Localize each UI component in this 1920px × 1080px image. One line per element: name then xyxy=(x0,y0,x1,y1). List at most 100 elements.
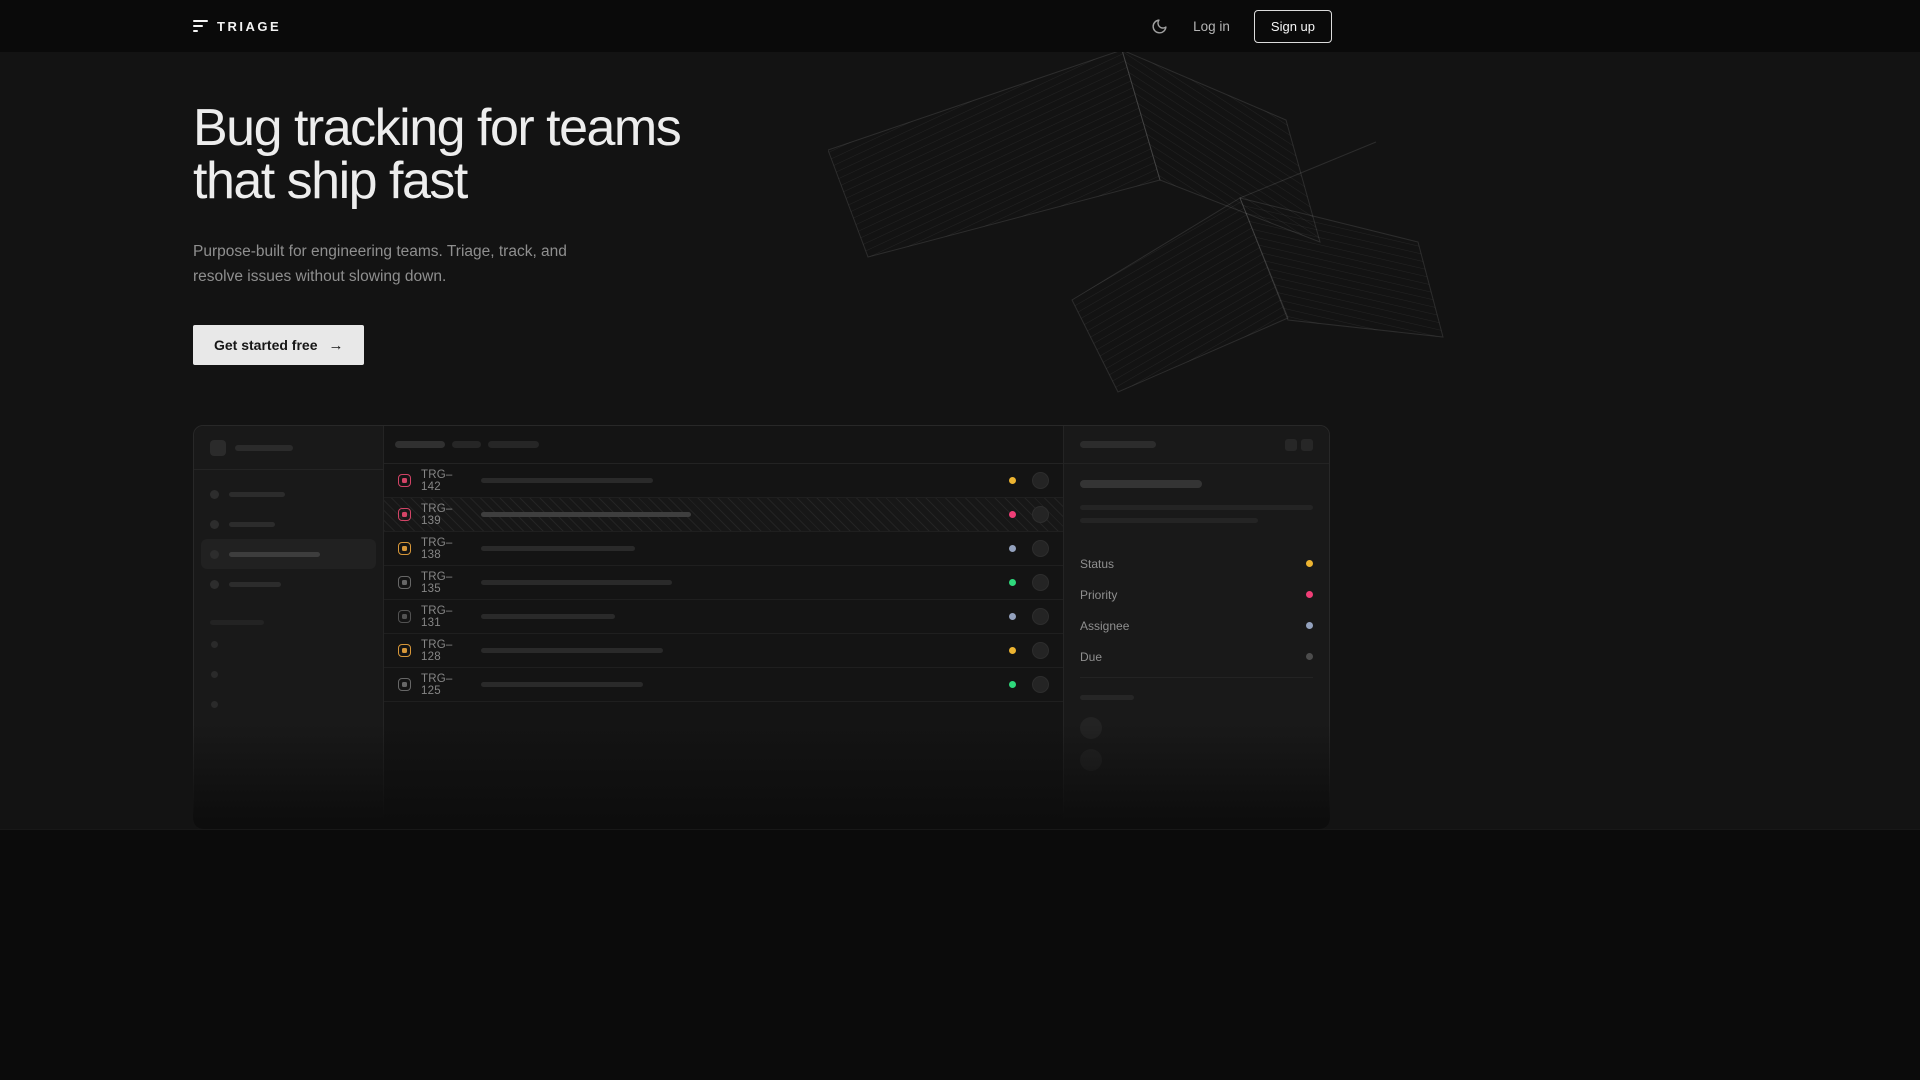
detail-fields: Status Priority Assignee Due xyxy=(1080,548,1313,678)
mockup-sidebar xyxy=(194,426,384,828)
sidebar-dot-skeleton xyxy=(211,671,218,678)
detail-text-skeleton xyxy=(1080,505,1313,510)
hero-subtitle: Purpose-built for engineering teams. Tri… xyxy=(193,243,567,286)
field-label: Priority xyxy=(1080,587,1118,602)
detail-text-skeleton xyxy=(1080,518,1258,523)
issue-title-skeleton xyxy=(481,648,663,653)
field-label: Status xyxy=(1080,556,1115,571)
issue-list: TRG–142 TRG–139 TRG–138 TRG–135 TRG–131 xyxy=(384,464,1063,702)
issue-title-skeleton xyxy=(481,682,643,687)
workspace-name-skeleton xyxy=(235,445,293,451)
divider xyxy=(194,469,383,470)
issue-title-skeleton xyxy=(481,580,672,585)
issue-status-dot xyxy=(1009,579,1016,586)
issue-status-dot xyxy=(1009,647,1016,654)
workspace-skeleton xyxy=(210,440,367,456)
detail-action-icon-skeleton xyxy=(1285,438,1297,451)
issue-assignee-avatar xyxy=(1032,472,1049,489)
field-label: Assignee xyxy=(1080,618,1130,633)
moon-icon xyxy=(1152,18,1167,33)
page-title: Bug tracking for teams that ship fast xyxy=(193,99,682,211)
sidebar-item-skeleton-active xyxy=(201,539,376,569)
detail-title-skeleton xyxy=(1080,480,1202,488)
issue-assignee-avatar xyxy=(1032,642,1049,659)
get-started-button[interactable]: Get started free → xyxy=(193,325,365,366)
issue-id: TRG–142 xyxy=(421,468,453,493)
issue-list-header xyxy=(384,426,1063,464)
detail-header xyxy=(1064,426,1329,464)
sidebar-item-skeleton xyxy=(201,479,376,509)
comments-label-skeleton xyxy=(1080,695,1134,700)
sidebar-dot-skeleton xyxy=(211,701,218,708)
dark-mode-toggle[interactable] xyxy=(1151,17,1169,35)
sidebar-item-skeleton xyxy=(201,509,376,539)
issue-row: TRG–139 xyxy=(384,498,1063,532)
detail-field-row: Assignee xyxy=(1080,610,1313,641)
issue-assignee-avatar xyxy=(1032,608,1049,625)
field-value-dot xyxy=(1306,591,1313,598)
issue-id: TRG–125 xyxy=(421,672,453,697)
tab-skeleton xyxy=(395,441,445,448)
issue-title-skeleton xyxy=(481,478,653,483)
workspace-avatar-skeleton xyxy=(210,440,226,456)
wireframe-decoration xyxy=(828,52,1444,393)
issue-title-skeleton xyxy=(481,614,615,619)
issue-status-dot xyxy=(1009,477,1016,484)
issue-id: TRG–131 xyxy=(421,604,453,629)
sidebar-section-skeleton xyxy=(210,620,264,625)
field-value-dot xyxy=(1306,653,1313,660)
detail-field-row: Due xyxy=(1080,641,1313,672)
issue-priority-icon xyxy=(398,508,411,521)
issue-status-dot xyxy=(1009,511,1016,518)
cta-label: Get started free xyxy=(214,337,318,354)
issue-priority-icon xyxy=(398,474,411,487)
field-value-dot xyxy=(1306,560,1313,567)
detail-header-skeleton xyxy=(1080,441,1156,448)
issue-row: TRG–138 xyxy=(384,532,1063,566)
issue-status-dot xyxy=(1009,613,1016,620)
field-value-dot xyxy=(1306,622,1313,629)
issue-id: TRG–128 xyxy=(421,638,453,663)
issue-row: TRG–131 xyxy=(384,600,1063,634)
issue-assignee-avatar xyxy=(1032,540,1049,557)
issue-row: TRG–142 xyxy=(384,464,1063,498)
issue-status-dot xyxy=(1009,545,1016,552)
issue-priority-icon xyxy=(398,576,411,589)
issue-assignee-avatar xyxy=(1032,574,1049,591)
issue-id: TRG–139 xyxy=(421,502,453,527)
detail-field-row: Priority xyxy=(1080,579,1313,610)
triage-funnel-icon xyxy=(193,19,208,33)
sidebar-item-skeleton xyxy=(201,569,376,599)
mockup-issue-list-panel: TRG–142 TRG–139 TRG–138 TRG–135 TRG–131 xyxy=(384,426,1063,828)
detail-action-icon-skeleton xyxy=(1301,438,1313,451)
issue-priority-icon xyxy=(398,644,411,657)
hero-section: Bug tracking for teams that ship fast Pu… xyxy=(0,52,1920,829)
login-link[interactable]: Log in xyxy=(1193,18,1230,34)
field-label: Due xyxy=(1080,649,1103,664)
sidebar-dot-skeleton xyxy=(211,641,218,648)
issue-id: TRG–135 xyxy=(421,570,453,595)
issue-id: TRG–138 xyxy=(421,536,453,561)
logo[interactable]: TRIAGE xyxy=(193,19,281,34)
detail-field-row: Status xyxy=(1080,548,1313,579)
signup-button[interactable]: Sign up xyxy=(1253,9,1332,43)
navbar: TRIAGE Log in Sign up xyxy=(0,0,1920,52)
issue-assignee-avatar xyxy=(1032,506,1049,523)
issue-status-dot xyxy=(1009,681,1016,688)
comment-avatar-skeleton xyxy=(1080,749,1102,771)
issue-row: TRG–128 xyxy=(384,634,1063,668)
issue-row: TRG–135 xyxy=(384,566,1063,600)
comment-avatar-skeleton xyxy=(1080,717,1102,739)
issue-priority-icon xyxy=(398,610,411,623)
issue-title-skeleton xyxy=(481,546,635,551)
tab-skeleton xyxy=(452,441,481,448)
app-mockup: TRG–142 TRG–139 TRG–138 TRG–135 TRG–131 xyxy=(193,425,1330,829)
tab-skeleton xyxy=(488,441,539,448)
footer xyxy=(0,829,1920,1080)
arrow-right-icon: → xyxy=(328,336,344,354)
issue-priority-icon xyxy=(398,542,411,555)
issue-row: TRG–125 xyxy=(384,668,1063,702)
brand-name: TRIAGE xyxy=(217,18,282,34)
mockup-detail-panel: Status Priority Assignee Due xyxy=(1063,426,1329,828)
issue-assignee-avatar xyxy=(1032,676,1049,693)
